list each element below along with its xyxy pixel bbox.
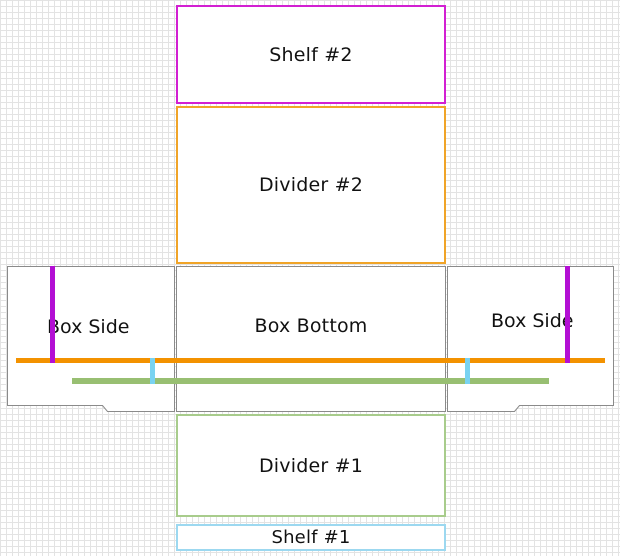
green-line — [72, 378, 549, 384]
shelf-2-label: Shelf #2 — [269, 43, 353, 66]
purple-line-right — [565, 266, 570, 363]
box-side-right-label: Box Side — [491, 310, 574, 332]
box-side-left-label: Box Side — [47, 316, 130, 338]
box-side-left-panel — [7, 266, 175, 412]
box-bottom-panel: Box Bottom — [176, 266, 446, 412]
shelf-1-panel: Shelf #1 — [176, 524, 446, 551]
orange-line — [16, 358, 605, 363]
shelf-2-panel: Shelf #2 — [176, 5, 446, 104]
box-bottom-label: Box Bottom — [254, 315, 368, 337]
divider-2-label: Divider #2 — [258, 174, 364, 196]
shelf-1-label: Shelf #1 — [271, 527, 351, 548]
divider-1-panel: Divider #1 — [176, 414, 446, 517]
box-side-right-panel — [447, 266, 614, 412]
purple-line-left — [50, 266, 55, 363]
divider-2-panel: Divider #2 — [176, 106, 446, 264]
cyan-line-left — [150, 358, 155, 384]
cyan-line-right — [465, 358, 470, 384]
divider-1-label: Divider #1 — [258, 454, 364, 477]
